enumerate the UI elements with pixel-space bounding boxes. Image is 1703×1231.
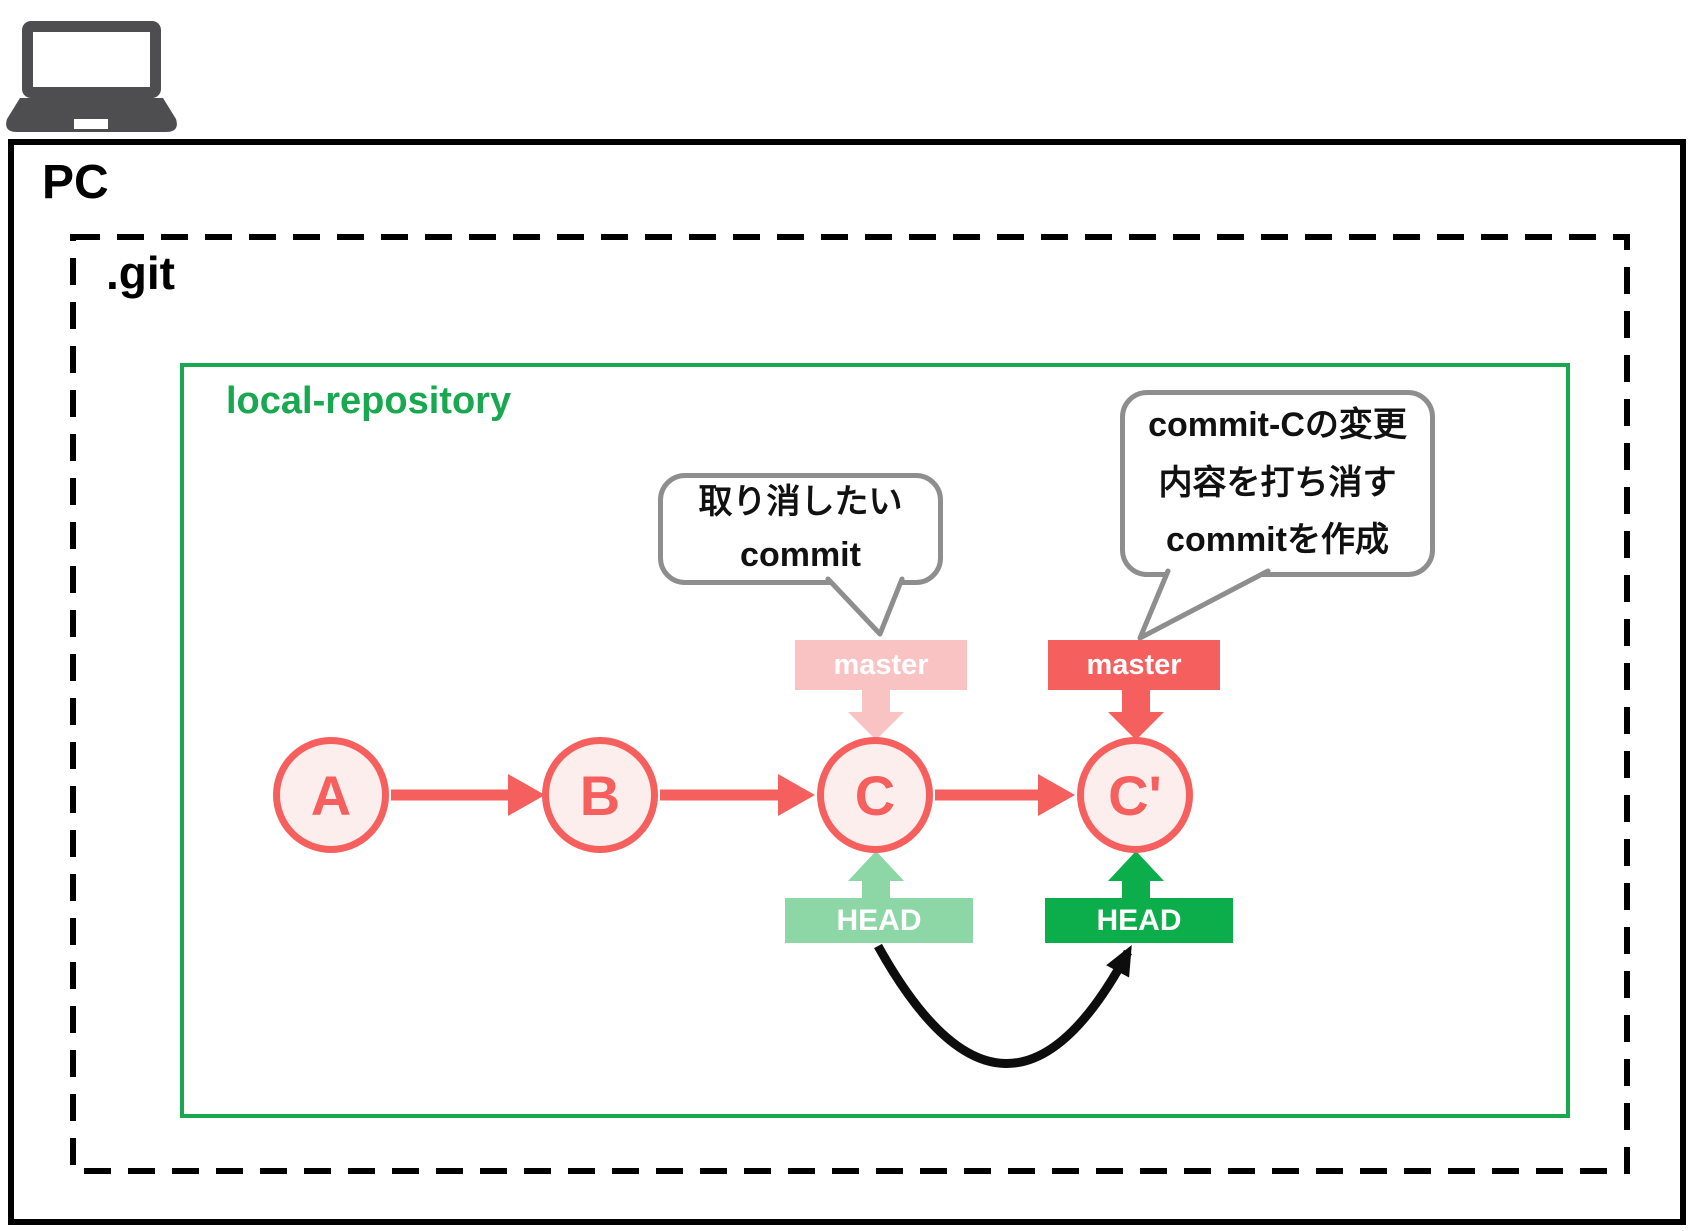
bubble-revert-line-3: commitを作成 (1166, 521, 1389, 560)
head-old-pointer-arrow (848, 851, 904, 900)
bubble-undo-line-2: commit (740, 536, 861, 574)
commit-edge-arrow-b-c (660, 774, 815, 816)
commit-node-c-prime: C' (1077, 737, 1193, 853)
bubble-revert-line-1: commit-Cの変更 (1148, 405, 1407, 444)
bubble-undo-line-1: 取り消したい (698, 483, 903, 522)
commit-edge-arrow-a-b (391, 774, 545, 816)
head-badge-new: HEAD (1045, 898, 1233, 943)
commit-edge-arrow-c-cprime (935, 774, 1075, 816)
master-new-pointer-arrow (1108, 688, 1164, 740)
commit-node-b: B (542, 737, 658, 853)
bubble-undo-commit: 取り消したい commit (658, 473, 943, 585)
local-repository-label: local-repository (226, 380, 512, 422)
pc-label: PC (42, 156, 109, 209)
head-new-pointer-arrow (1108, 851, 1164, 900)
pc-box (8, 139, 1686, 1225)
bubble-undo-tail (825, 576, 905, 637)
commit-node-c: C (817, 737, 933, 853)
head-badge-old: HEAD (785, 898, 973, 943)
commit-label: C (854, 763, 896, 827)
commit-label: B (579, 763, 621, 827)
bubble-revert-tail (1137, 568, 1271, 641)
laptop-icon (6, 21, 177, 132)
bubble-revert-commit: commit-Cの変更 内容を打ち消す commitを作成 (1120, 390, 1435, 577)
master-badge-old: master (795, 640, 967, 690)
bubble-revert-line-2: 内容を打ち消す (1158, 463, 1397, 502)
commit-label: C' (1108, 763, 1162, 827)
master-old-pointer-arrow (848, 688, 904, 740)
git-dashed-box (70, 234, 1630, 1174)
commit-label: A (310, 763, 352, 827)
head-move-arrow (874, 943, 1132, 1068)
local-repository-box (180, 363, 1570, 1118)
master-badge-new: master (1048, 640, 1220, 690)
commit-node-a: A (273, 737, 389, 853)
git-folder-label: .git (106, 247, 175, 299)
